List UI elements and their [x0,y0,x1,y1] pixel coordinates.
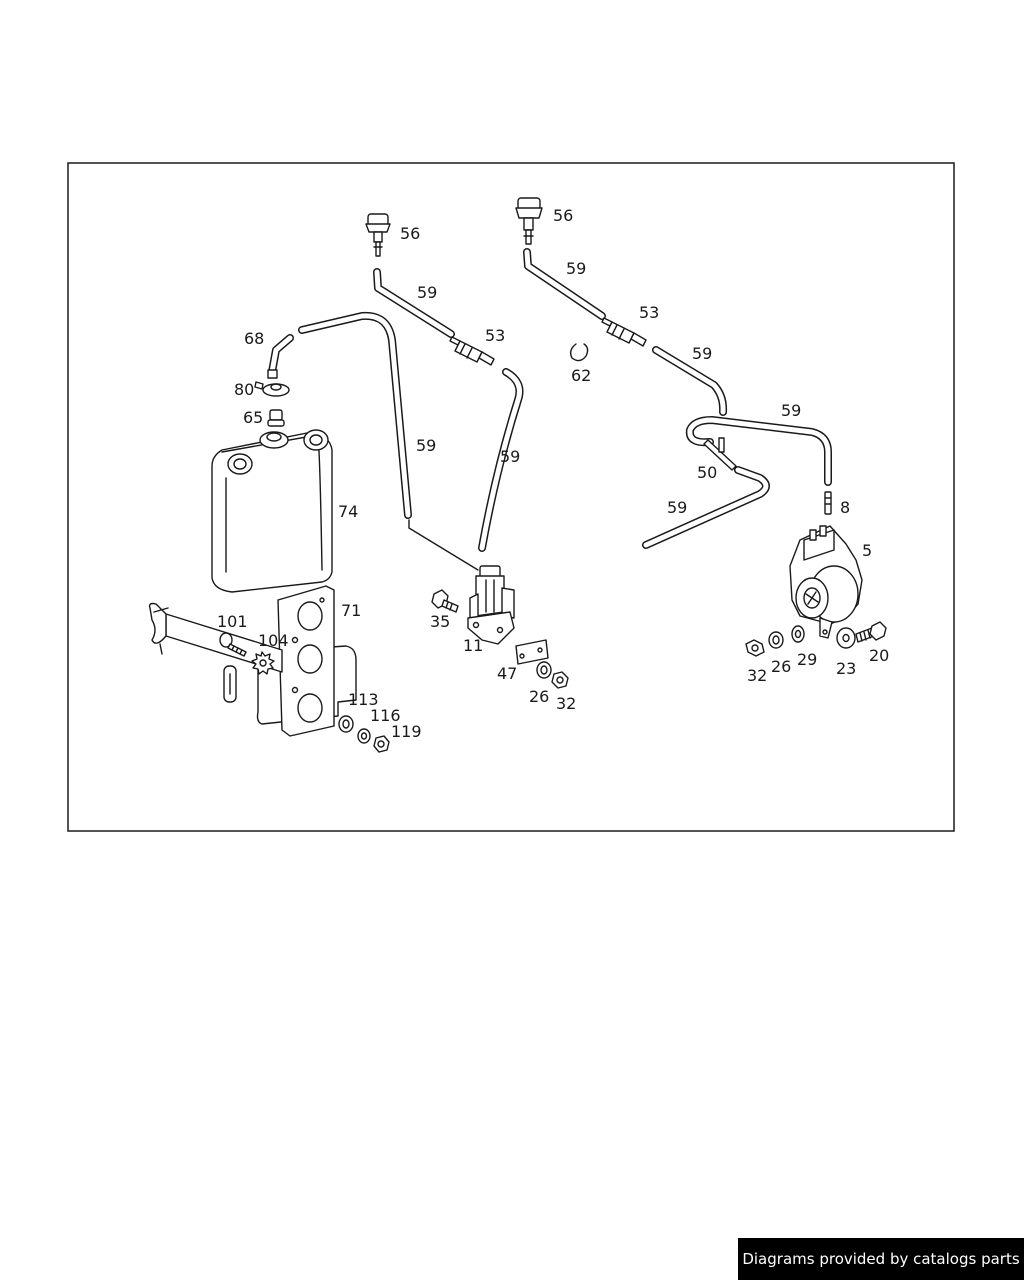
nut-32-left [551,671,569,689]
hose-59-right-loop [685,416,832,486]
hose-59-right-long [642,466,770,549]
washer-26-right [768,631,784,649]
label-53-right: 53 [639,303,659,322]
label-8: 8 [840,498,850,517]
part-labels: 56 56 59 59 59 59 59 59 59 53 53 68 80 6… [217,206,889,741]
plate-47 [515,639,549,665]
label-56-left: 56 [400,224,420,243]
nut-32-right [745,639,765,657]
label-59-c: 59 [692,344,712,363]
hose-59-right-nozzle [523,248,606,320]
bolt-20 [855,621,887,643]
hose-59-pump-line [478,368,524,552]
screw-101 [219,632,247,657]
label-20: 20 [869,646,889,665]
grommet-80 [254,381,290,397]
washer-113 [338,715,354,733]
label-5: 5 [862,541,872,560]
label-35: 35 [430,612,450,631]
connector-8 [824,491,832,515]
label-71: 71 [341,601,361,620]
star-washer-104 [251,651,275,675]
elbow-68 [267,334,294,379]
hose-59-tank-line [298,311,412,519]
label-74: 74 [338,502,358,521]
washer-23 [836,627,856,649]
label-113: 113 [348,690,379,709]
label-104: 104 [258,631,289,650]
label-50: 50 [697,463,717,482]
clip-62 [569,343,589,362]
label-59-a: 59 [417,283,437,302]
nozzle-56-right [515,197,543,245]
label-101: 101 [217,612,248,631]
label-26-right: 26 [771,657,791,676]
label-119: 119 [391,722,422,741]
washer-pump-11 [467,565,515,645]
label-59-b: 59 [566,259,586,278]
nozzle-56-left [365,213,391,257]
label-53-left: 53 [485,326,505,345]
diagram-frame [67,162,955,832]
check-valve-53-left [449,336,495,366]
label-32-right: 32 [747,666,767,685]
hose-59-right-mid [652,346,728,416]
label-62: 62 [571,366,591,385]
check-valve-53-right [601,317,647,347]
lock-washer-116 [357,728,371,744]
label-68: 68 [244,329,264,348]
label-59-f: 59 [500,447,520,466]
label-116: 116 [370,706,401,725]
cap-65 [267,409,285,427]
label-59-g: 59 [667,498,687,517]
label-59-d: 59 [781,401,801,420]
washer-29 [791,625,805,643]
screw-35 [431,589,459,613]
label-29: 29 [797,650,817,669]
label-32-left: 32 [556,694,576,713]
hose-59-left-nozzle [373,268,455,338]
label-65: 65 [243,408,263,427]
label-56-right: 56 [553,206,573,225]
nut-119 [373,735,390,753]
label-26-left: 26 [529,687,549,706]
footer-credit: Diagrams provided by catalogs parts [738,1238,1024,1280]
washer-26-left [536,661,552,679]
label-80: 80 [234,380,254,399]
label-11: 11 [463,636,483,655]
label-59-e: 59 [416,436,436,455]
t-connector-50 [703,437,737,471]
reservoir-tank-74 [211,429,333,593]
pump-motor-5 [789,525,863,639]
label-47: 47 [497,664,517,683]
label-23: 23 [836,659,856,678]
